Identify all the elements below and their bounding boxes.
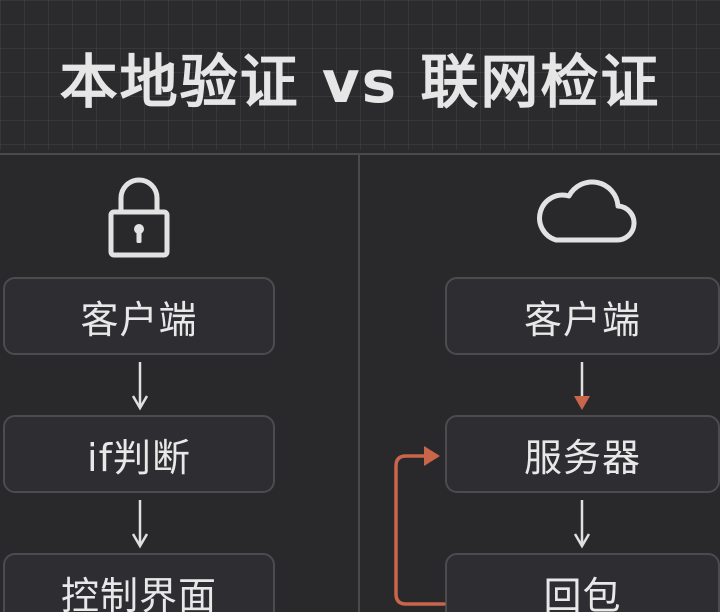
- right-response-box: 回包: [445, 553, 720, 612]
- right-client-box: 客户端: [445, 277, 720, 355]
- header-grid-background: [0, 0, 720, 150]
- left-control-ui-box: 控制界面: [3, 553, 275, 612]
- center-divider: [358, 155, 360, 612]
- local-verification-panel: [0, 155, 358, 612]
- cloud-icon: [537, 179, 637, 243]
- online-verification-panel: [360, 155, 720, 612]
- right-server-box: 服务器: [445, 415, 720, 493]
- feedback-loop-arrow: [394, 446, 446, 606]
- left-arrow-2: [131, 500, 149, 549]
- right-arrow-server-to-response: [573, 500, 591, 549]
- right-arrow-client-to-server: [574, 362, 590, 410]
- page-title: 本地验证 vs 联网检证: [59, 48, 661, 116]
- header-divider: [0, 153, 720, 155]
- left-client-box: 客户端: [3, 277, 275, 355]
- lock-icon: [108, 177, 170, 258]
- left-arrow-1: [131, 362, 149, 411]
- left-if-check-box: if判断: [3, 415, 275, 493]
